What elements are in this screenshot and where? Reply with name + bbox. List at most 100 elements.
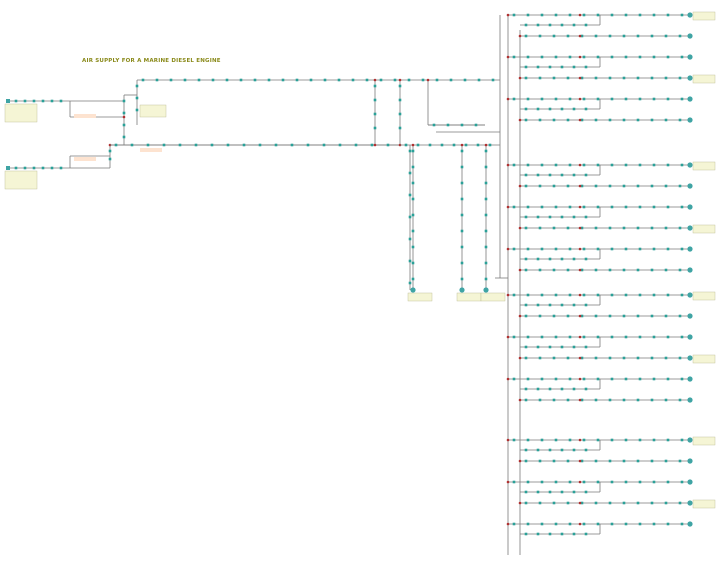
valve-node — [540, 377, 544, 381]
valve-node — [666, 480, 670, 484]
valve-node — [488, 143, 492, 147]
valve-node — [524, 356, 528, 360]
valve-node — [594, 76, 598, 80]
valve-node — [554, 335, 558, 339]
valve-node — [524, 173, 528, 177]
valve-node — [398, 84, 402, 88]
valve-node — [524, 107, 528, 111]
valve-node — [568, 205, 572, 209]
valve-node — [680, 522, 684, 526]
valve-node — [338, 143, 342, 147]
valve-node — [536, 173, 540, 177]
outlet-sink — [687, 33, 693, 39]
valve-node — [474, 123, 478, 127]
junction-node — [578, 314, 582, 318]
valve-node — [135, 108, 139, 112]
junction-node — [518, 501, 522, 505]
valve-node — [652, 293, 656, 297]
valve-node — [538, 226, 542, 230]
valve-node — [460, 181, 464, 185]
valve-node — [108, 157, 112, 161]
valve-node — [636, 118, 640, 122]
valve-node — [421, 78, 425, 82]
valve-node — [41, 166, 45, 170]
valve-node — [678, 314, 682, 318]
valve-node — [554, 205, 558, 209]
valve-node — [141, 78, 145, 82]
valve-node — [370, 143, 374, 147]
valve-node — [638, 205, 642, 209]
valve-node — [680, 55, 684, 59]
valve-node — [540, 522, 544, 526]
junction-node — [506, 522, 510, 526]
valve-node — [580, 34, 584, 38]
outlet-sink — [687, 204, 693, 210]
valve-node — [411, 165, 415, 169]
valve-node — [526, 522, 530, 526]
junction-node — [578, 247, 582, 251]
valve-node — [540, 97, 544, 101]
valve-node — [680, 13, 684, 17]
valve-node — [281, 78, 285, 82]
valve-node — [664, 34, 668, 38]
valve-node — [568, 293, 572, 297]
junction-node — [578, 480, 582, 484]
valve-node — [59, 99, 63, 103]
outlet-sink — [687, 355, 693, 361]
valve-node — [568, 55, 572, 59]
valve-node — [666, 335, 670, 339]
valve-node — [652, 335, 656, 339]
valve-node — [526, 480, 530, 484]
junction-node — [373, 143, 377, 147]
valve-node — [596, 55, 600, 59]
valve-node — [540, 13, 544, 17]
junction-node — [398, 78, 402, 82]
valve-node — [610, 13, 614, 17]
valve-node — [524, 501, 528, 505]
valve-node — [491, 78, 495, 82]
valve-node — [622, 184, 626, 188]
valve-node — [652, 522, 656, 526]
outlet-sink — [687, 12, 693, 18]
valve-node — [582, 163, 586, 167]
junction-node — [122, 115, 126, 119]
outlet-sink — [687, 397, 693, 403]
valve-node — [594, 268, 598, 272]
valve-node — [666, 293, 670, 297]
valve-node — [398, 98, 402, 102]
valve-node — [484, 165, 488, 169]
valve-node — [664, 76, 668, 80]
junction-node — [506, 480, 510, 484]
valve-node — [610, 522, 614, 526]
outlet-sink — [687, 267, 693, 273]
valve-node — [560, 532, 564, 536]
valve-node — [680, 247, 684, 251]
valve-node — [624, 377, 628, 381]
valve-node — [666, 163, 670, 167]
valve-node — [322, 143, 326, 147]
valve-node — [678, 398, 682, 402]
junction-node — [578, 293, 582, 297]
valve-node — [552, 501, 556, 505]
valve-node — [566, 184, 570, 188]
valve-node — [664, 501, 668, 505]
junction-node — [578, 97, 582, 101]
valve-node — [572, 173, 576, 177]
valve-node — [584, 448, 588, 452]
valve-node — [512, 205, 516, 209]
valve-node — [636, 34, 640, 38]
valve-node — [594, 398, 598, 402]
valve-node — [596, 293, 600, 297]
valve-node — [566, 76, 570, 80]
valve-node — [624, 13, 628, 17]
outlet-sink — [687, 75, 693, 81]
valve-node — [524, 268, 528, 272]
valve-node — [582, 438, 586, 442]
valve-node — [638, 438, 642, 442]
junction-node — [460, 143, 464, 147]
valve-node — [584, 532, 588, 536]
valve-node — [652, 97, 656, 101]
diagram-title: AIR SUPPLY FOR A MARINE DIESEL ENGINE — [82, 58, 221, 64]
valve-node — [512, 293, 516, 297]
valve-node — [135, 96, 139, 100]
